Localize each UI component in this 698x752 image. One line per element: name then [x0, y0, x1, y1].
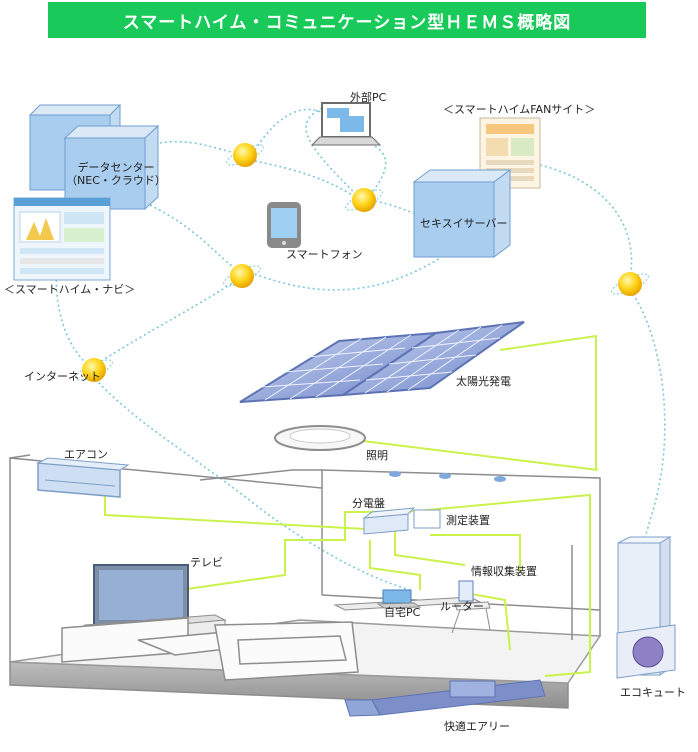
diagram-title: スマートハイム・コミュニケーション型ＨＥＭＳ概略図 [48, 2, 646, 38]
label-external-pc: 外部PC [350, 91, 387, 104]
label-fan-site: ＜スマートハイムFANサイト＞ [443, 103, 596, 116]
label-solar: 太陽光発電 [456, 375, 511, 388]
solar-panels [239, 321, 525, 403]
air-conditioner [36, 457, 130, 498]
label-data-center-cloud: （NEC・クラウド） [66, 174, 166, 187]
ceiling-light [274, 425, 506, 482]
label-aircon: エアコン [64, 448, 108, 461]
label-panel-board: 分電盤 [352, 497, 385, 510]
kaiteki-airy-unit [344, 679, 546, 717]
sofa [61, 617, 359, 681]
label-lighting: 照明 [366, 449, 388, 462]
label-data-center-name: データセンター [77, 161, 155, 174]
home-office [333, 580, 491, 634]
label-router: ルーター [440, 600, 484, 613]
label-sekisui-server: セキスイサーバー [420, 217, 508, 230]
sekisui-server-box [412, 169, 512, 258]
label-smartphone: スマートフォン [286, 248, 363, 261]
eco-cute-unit [616, 536, 676, 679]
label-measuring-device: 測定装置 [446, 514, 490, 527]
network-nodes [75, 143, 649, 382]
label-home-pc: 自宅PC [384, 606, 421, 619]
external-pc-laptop [310, 102, 382, 146]
label-data-center: データセンター （NEC・クラウド） [46, 161, 186, 187]
smart-haim-navi-screen [13, 197, 111, 281]
smartphone-device [267, 202, 301, 248]
distribution-board [362, 507, 441, 535]
label-smart-haim-navi: ＜スマートハイム・ナビ＞ [4, 283, 136, 296]
label-eco-cute: エコキュート [620, 686, 686, 699]
data-center-server [28, 103, 160, 211]
label-info-collector: 情報収集装置 [471, 565, 537, 578]
label-tv: テレビ [190, 556, 223, 569]
label-kaiteki-airy: 快適エアリー [444, 720, 510, 733]
label-internet: インターネット [24, 370, 101, 383]
power-wires [104, 334, 599, 677]
